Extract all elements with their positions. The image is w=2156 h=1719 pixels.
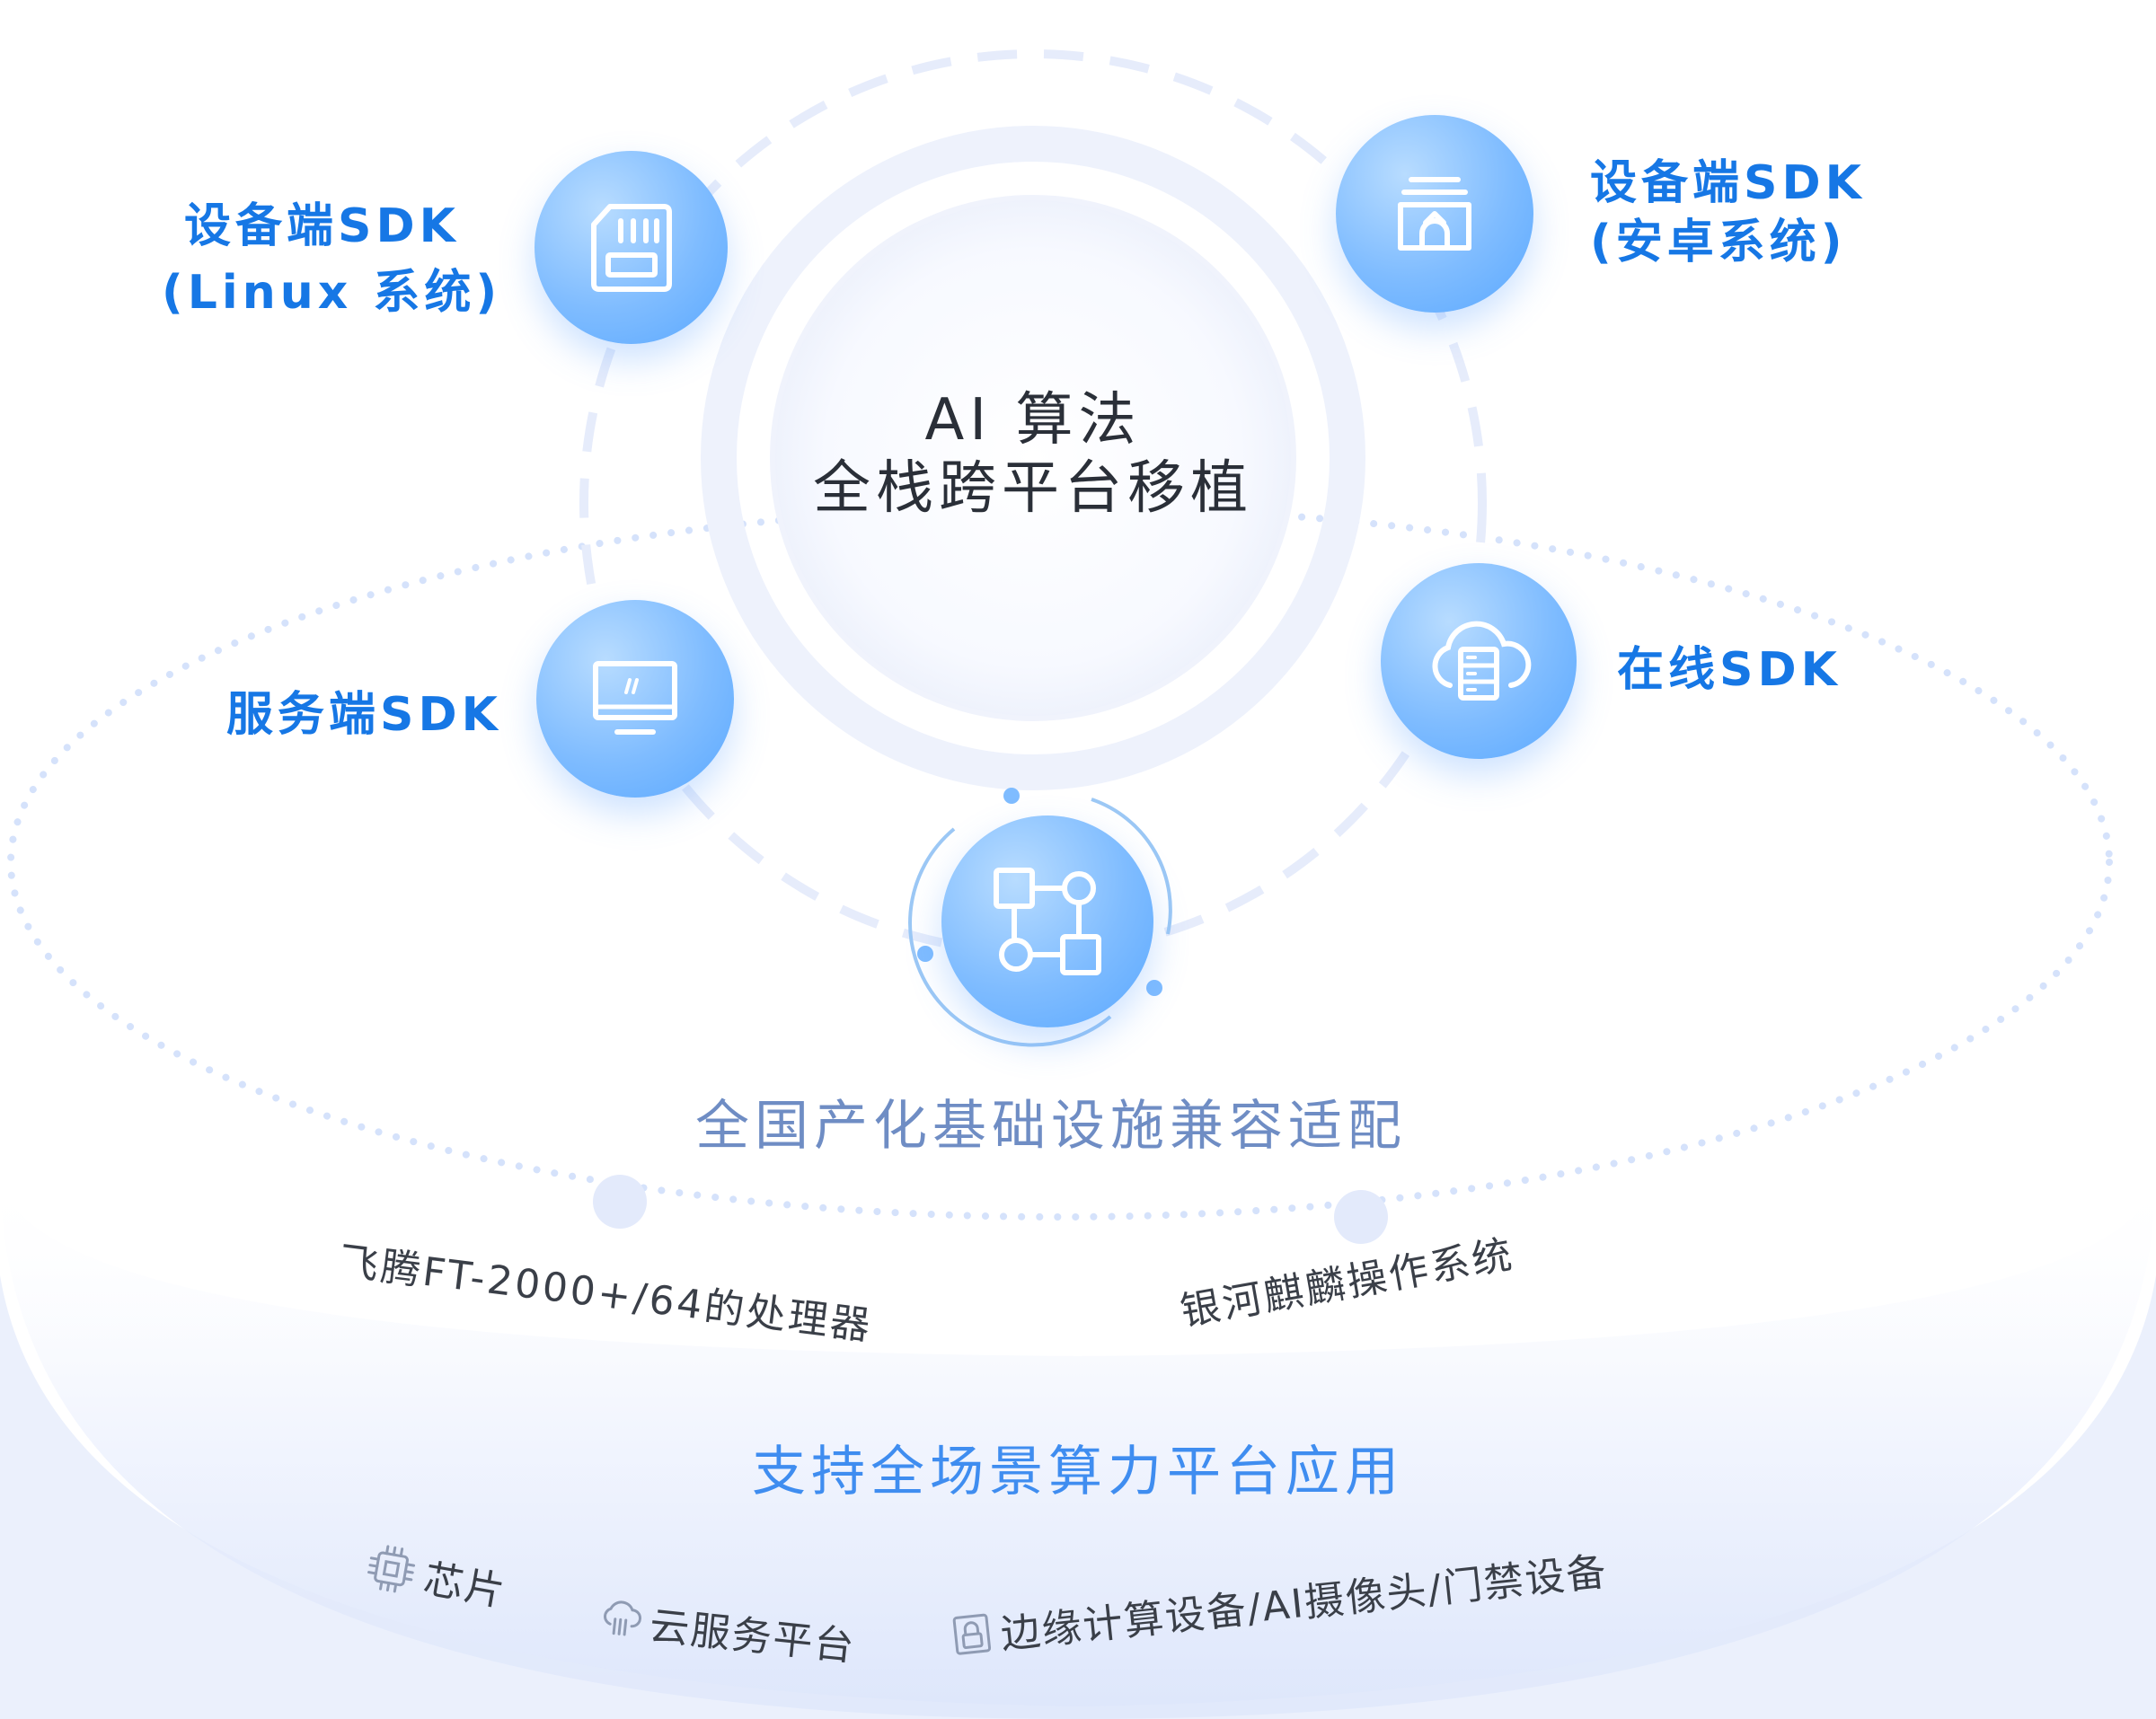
center-title-line1: AI 算法 (924, 387, 1142, 454)
lock-icon (952, 1613, 992, 1655)
online-sdk-label-text: 在线SDK (1617, 643, 1842, 697)
connector-dot (593, 1175, 647, 1229)
upload-tray-icon (1398, 177, 1471, 251)
edge-item: 边缘计算设备/AI摄像头/门禁设备 (950, 1539, 1610, 1665)
android-sdk-label-line2: (安卓系统) (1590, 216, 1847, 269)
sd-card-icon (590, 203, 672, 292)
chip-item: 芯片 (361, 1536, 511, 1617)
linux-sdk-label-line1: 设备端SDK (184, 199, 460, 253)
cloud-item: 云服务平台 (597, 1588, 859, 1672)
android-sdk-node (1336, 115, 1533, 313)
linux-sdk-node (535, 151, 728, 344)
android-sdk-label-sub: (安卓系统) (1590, 212, 1847, 273)
cloud-server-icon (1432, 621, 1532, 701)
center-ring (701, 126, 1365, 790)
online-sdk-label: 在线SDK (1617, 639, 1842, 701)
linux-sdk-label: 设备端SDK (184, 196, 460, 257)
linux-sdk-label-sub: (Linux 系统) (162, 262, 501, 323)
monitor-icon (593, 661, 677, 735)
center-title: AI 算法 全栈跨平台移植 (701, 386, 1365, 523)
flowchart-icon (994, 868, 1101, 975)
dashed-orbit (579, 49, 1487, 956)
dotted-ellipse (7, 504, 2113, 1221)
server-sdk-label: 服务端SDK (226, 684, 502, 745)
server-sdk-node (536, 600, 734, 798)
workflow-node (941, 815, 1153, 1027)
android-sdk-label-line1: 设备端SDK (1590, 156, 1866, 210)
chip-icon (367, 1545, 416, 1593)
domestic-caption: 全国产化基础设施兼容适配 (695, 1095, 1407, 1158)
online-sdk-node (1381, 563, 1577, 759)
connector-dot (1334, 1190, 1388, 1244)
bowl-shape (0, 1168, 2156, 1719)
cloud-icon (604, 1600, 642, 1636)
center-title-line2: 全栈跨平台移植 (813, 455, 1253, 522)
linux-sdk-label-line2: (Linux 系统) (162, 266, 502, 320)
android-sdk-label: 设备端SDK (1590, 153, 1866, 214)
server-sdk-label-text: 服务端SDK (226, 688, 502, 742)
platforms-caption: 支持全场景算力平台应用 (752, 1441, 1404, 1503)
